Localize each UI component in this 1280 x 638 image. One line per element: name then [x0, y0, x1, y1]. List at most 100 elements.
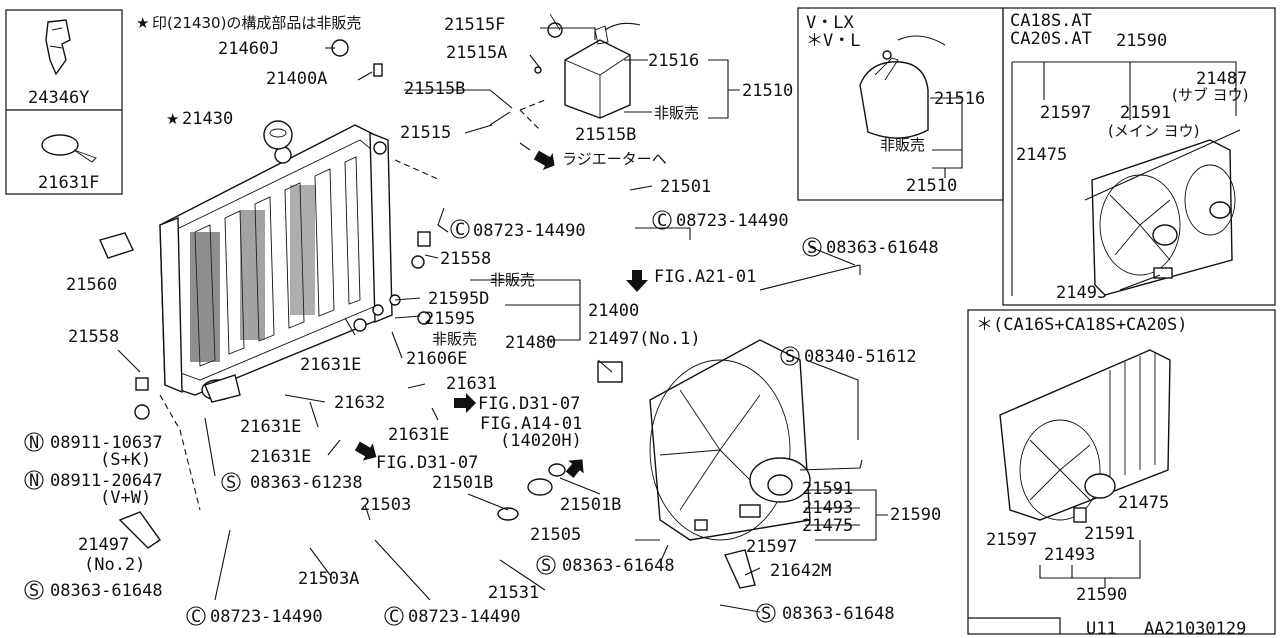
label-21515: 21515 — [400, 123, 451, 143]
label-c-08723-d: 08723-14490 — [408, 607, 521, 627]
prefix-s-b-letter: S — [785, 347, 795, 367]
inset-ca-sub: (サブ ヨウ) — [1172, 86, 1248, 104]
radiator-drawing — [159, 124, 393, 403]
prefix-s-a — [802, 237, 822, 257]
prefix-n-a-letter: N — [29, 433, 39, 453]
label-21460j: 21460J — [218, 39, 279, 59]
label-21631e-a: 21631E — [300, 355, 361, 375]
inset-bottom-21591: 21591 — [1084, 524, 1135, 544]
label-21510: 21510 — [742, 81, 793, 101]
label-no2: (No.2) — [84, 555, 145, 575]
label-21430: 21430 — [182, 109, 233, 129]
label-star: ★ — [166, 110, 179, 128]
part-24346y-label: 24346Y — [28, 88, 89, 108]
footer-model: U11 — [1086, 619, 1117, 638]
prefix-s-a-letter: S — [807, 238, 817, 258]
inset-bottom-21475: 21475 — [1118, 493, 1169, 513]
prefix-s-c-letter: S — [226, 473, 236, 493]
prefix-n-a — [24, 432, 44, 452]
label-n-08911-1: 08911-10637 — [50, 433, 163, 453]
inset-left: 24346Y 21631F — [5, 9, 123, 195]
label-vw: (V+W) — [100, 488, 151, 508]
note-text: 印(21430)の構成部品は非販売 — [152, 14, 361, 32]
prefix-c-a-letter: C — [455, 220, 465, 240]
label-to-radiator: ラジエーターへ — [562, 150, 667, 168]
label-21501b-a: 21501B — [432, 473, 493, 493]
label-21503a: 21503A — [298, 569, 359, 589]
inset-vlx-21516: 21516 — [934, 89, 985, 109]
inset-bottom-21597: 21597 — [986, 530, 1037, 550]
inset-ca-header1: CA18S.AT — [1010, 11, 1092, 31]
prefix-c-b — [652, 210, 672, 230]
inset-ca-main: (メイン ヨウ) — [1108, 122, 1199, 140]
label-21501: 21501 — [660, 177, 711, 197]
label-c-08723-a: 08723-14490 — [473, 221, 586, 241]
label-hanbai-c: 非販売 — [432, 330, 477, 348]
label-hanbai-b: 非販売 — [490, 271, 535, 289]
prefix-c-b-letter: C — [657, 211, 667, 231]
label-21516: 21516 — [648, 51, 699, 71]
label-21480: 21480 — [505, 333, 556, 353]
main-labels: 21515F 21460J 21515A 21516 21510 非販売 214… — [24, 15, 941, 627]
prefix-s-f-letter: S — [761, 604, 771, 624]
label-21631e-b: 21631E — [240, 417, 301, 437]
label-21595d: 21595D — [428, 289, 489, 309]
label-s-08363-e: 08363-61648 — [782, 604, 895, 624]
inset-ca: CA18S.AT CA20S.AT 21590 21487 (サブ ヨウ) 21… — [1002, 7, 1276, 306]
label-21631e-c: 21631E — [388, 425, 449, 445]
part-21631f-label: 21631F — [38, 173, 99, 193]
label-s-08363-d: 08363-61648 — [562, 556, 675, 576]
label-21505: 21505 — [530, 525, 581, 545]
label-21606e: 21606E — [406, 349, 467, 369]
label-21531: 21531 — [488, 583, 539, 603]
label-21493: 21493 — [802, 498, 853, 518]
prefix-c-c — [186, 606, 206, 626]
label-s-08363-c: 08363-61648 — [50, 581, 163, 601]
label-c-08723-c: 08723-14490 — [210, 607, 323, 627]
label-21595: 21595 — [424, 309, 475, 329]
note-star: ★ — [136, 14, 149, 32]
inset-bottom: ＊(CA16S+CA18S+CA20S) 21475 21597 21591 2… — [967, 309, 1276, 635]
inset-bottom-21493: 21493 — [1044, 545, 1095, 565]
prefix-s-b — [780, 346, 800, 366]
label-21400: 21400 — [588, 301, 639, 321]
label-21642m: 21642M — [770, 561, 831, 581]
inset-ca-21590: 21590 — [1116, 31, 1167, 51]
label-21515b-2: 21515B — [575, 125, 636, 145]
label-21501b-b: 21501B — [560, 495, 621, 515]
prefix-s-f — [756, 603, 776, 623]
prefix-s-e-letter: S — [541, 556, 551, 576]
label-s-08363-b: 08363-61238 — [250, 473, 363, 493]
label-fig-d31-a: FIG.D31-07 — [478, 394, 580, 414]
label-n-08911-2: 08911-20647 — [50, 471, 163, 491]
inset-ca-21493: 21493 — [1056, 283, 1107, 303]
label-21497-2: 21497 — [78, 535, 129, 555]
prefix-n-b-letter: N — [29, 471, 39, 491]
inset-vlx-hanbai: 非販売 — [880, 136, 925, 154]
label-hanbai-a: 非販売 — [654, 104, 699, 122]
label-fig-a14: FIG.A14-01 — [480, 414, 582, 434]
inset-vlx-21510: 21510 — [906, 176, 957, 196]
label-21400a: 21400A — [266, 69, 327, 89]
label-sk: (S+K) — [100, 450, 151, 470]
fan-assembly-drawing — [649, 264, 863, 541]
label-21591: 21591 — [802, 479, 853, 499]
label-21475: 21475 — [802, 516, 853, 536]
label-21558-a: 21558 — [440, 249, 491, 269]
label-s-08363-a: 08363-61648 — [826, 238, 939, 258]
inset-ca-21591: 21591 — [1120, 103, 1171, 123]
label-14020h: (14020H) — [500, 431, 582, 451]
label-21632: 21632 — [334, 393, 385, 413]
label-21497-no1: 21497(No.1) — [588, 329, 701, 349]
label-21515b-1: 21515B — [404, 79, 465, 99]
inset-ca-21597: 21597 — [1040, 103, 1091, 123]
prefix-c-d — [384, 606, 404, 626]
label-21515f: 21515F — [444, 15, 505, 35]
label-fig-a21: FIG.A21-01 — [654, 267, 756, 287]
label-c-08723-b: 08723-14490 — [676, 211, 789, 231]
flow-arrows — [354, 150, 648, 478]
label-21631: 21631 — [446, 374, 497, 394]
prefix-c-a — [450, 219, 470, 239]
inset-ca-header2: CA20S.AT — [1010, 29, 1092, 49]
prefix-s-d — [24, 580, 44, 600]
